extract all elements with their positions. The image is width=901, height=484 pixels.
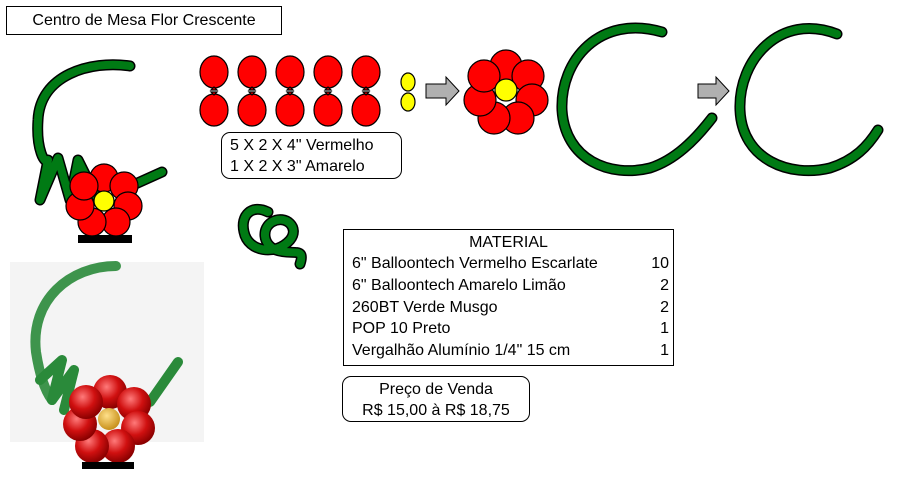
material-list: MATERIAL 6" Balloontech Vermelho Escarla… bbox=[343, 229, 674, 366]
centerpiece-photo bbox=[10, 261, 204, 469]
material-row: Vergalhão Alumínio 1/4" 15 cm 1 bbox=[352, 340, 673, 362]
material-name: 260BT Verde Musgo bbox=[352, 298, 498, 316]
crescent-step-2 bbox=[734, 23, 884, 177]
price-box: Preço de Venda R$ 15,00 à R$ 18,75 bbox=[342, 376, 530, 422]
balloon-spec: 5 X 2 X 4" Vermelho 1 X 2 X 3" Amarelo bbox=[221, 132, 402, 179]
material-row: 260BT Verde Musgo 2 bbox=[352, 297, 673, 319]
material-qty: 2 bbox=[660, 276, 669, 294]
centerpiece-drawing bbox=[32, 59, 168, 243]
material-row: 6" Balloontech Vermelho Escarlate 10 bbox=[352, 253, 673, 275]
page-title: Centro de Mesa Flor Crescente bbox=[6, 6, 282, 35]
material-name: POP 10 Preto bbox=[352, 320, 451, 338]
assembled-flower bbox=[463, 49, 549, 135]
material-name: 6" Balloontech Amarelo Limão bbox=[352, 276, 566, 294]
arrow-icon bbox=[425, 75, 460, 107]
spec-line-yellow: 1 X 2 X 3" Amarelo bbox=[230, 158, 365, 175]
arrow-icon bbox=[697, 75, 730, 107]
material-name: Vergalhão Alumínio 1/4" 15 cm bbox=[352, 342, 571, 360]
spec-line-red: 5 X 2 X 4" Vermelho bbox=[230, 137, 374, 154]
red-balloon-pairs bbox=[199, 55, 381, 127]
spiral-coil bbox=[237, 203, 307, 270]
crescent-step-1 bbox=[556, 22, 718, 177]
material-qty: 1 bbox=[660, 342, 669, 360]
material-row: 6" Balloontech Amarelo Limão 2 bbox=[352, 275, 673, 297]
material-row: POP 10 Preto 1 bbox=[352, 318, 673, 340]
material-qty: 10 bbox=[651, 255, 669, 272]
yellow-balloon-pair bbox=[400, 72, 416, 112]
material-qty: 2 bbox=[660, 298, 669, 316]
material-qty: 1 bbox=[660, 320, 669, 338]
price-label: Preço de Venda bbox=[379, 381, 493, 398]
material-name: 6" Balloontech Vermelho Escarlate bbox=[352, 255, 598, 272]
flower-drawing bbox=[65, 163, 143, 237]
price-value: R$ 15,00 à R$ 18,75 bbox=[362, 402, 510, 419]
material-header: MATERIAL bbox=[469, 234, 548, 251]
pop-base bbox=[78, 235, 132, 243]
